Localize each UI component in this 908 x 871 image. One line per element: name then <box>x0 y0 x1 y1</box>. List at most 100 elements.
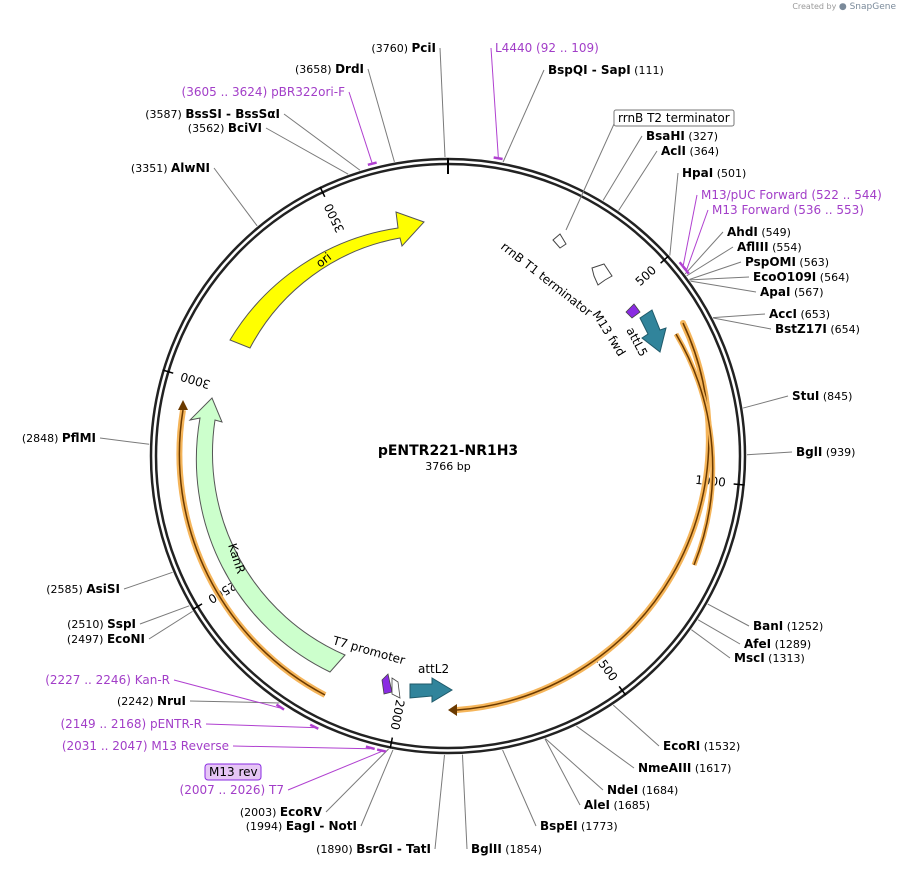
site-position: (2003) <box>240 806 280 819</box>
site-leader <box>99 437 150 445</box>
site-name: BstZ17I <box>775 322 827 336</box>
site-position: (653) <box>797 308 830 321</box>
restriction-site-label[interactable]: (2585) AsiSI <box>46 582 120 596</box>
site-leader <box>148 610 193 640</box>
site-name: AleI <box>584 798 610 812</box>
rrnb-t2-feature[interactable] <box>552 233 567 249</box>
restriction-site-label[interactable]: EcoRI (1532) <box>663 739 740 753</box>
restriction-site-label[interactable]: (2242) NruI <box>117 694 186 708</box>
m13-rev-box[interactable] <box>204 763 262 781</box>
snapgene-credit: Created by ● SnapGene <box>792 2 896 12</box>
restriction-site-label[interactable]: (3562) BciVI <box>188 121 262 135</box>
site-name: NdeI <box>607 783 638 797</box>
site-position: (1685) <box>610 799 650 812</box>
restriction-site-label[interactable]: AclI (364) <box>661 144 719 158</box>
restriction-site-label[interactable]: NdeI (1684) <box>607 783 678 797</box>
ori-feature[interactable] <box>229 211 425 349</box>
restriction-site-label[interactable]: (2497) EcoNI <box>67 632 145 646</box>
site-leader <box>283 113 361 171</box>
site-position: (3351) <box>131 162 171 175</box>
restriction-site-label[interactable]: (2510) SspI <box>67 617 136 631</box>
site-name: ApaI <box>760 285 790 299</box>
site-name: AhdI <box>727 225 758 239</box>
primer-label[interactable]: (3605 .. 3624) pBR322ori-F <box>182 85 346 99</box>
rrnb-t1-feature[interactable] <box>591 263 613 286</box>
site-name: AflIII <box>737 240 769 254</box>
restriction-site-label[interactable]: NmeAIII (1617) <box>638 761 731 775</box>
primer-marks <box>173 47 709 791</box>
site-leader <box>544 738 581 806</box>
site-name: BanI <box>753 619 783 633</box>
primer-label[interactable]: L4440 (92 .. 109) <box>495 41 599 55</box>
primer-name: L4440 <box>495 41 536 55</box>
primer-name: Kan-R <box>135 673 170 687</box>
restriction-site-label[interactable]: ApaI (567) <box>760 285 824 299</box>
restriction-site-label[interactable]: (1890) BsrGI - TatI <box>316 842 431 856</box>
restriction-site-label[interactable]: AleI (1685) <box>584 798 650 812</box>
site-position: (3562) <box>188 122 228 135</box>
site-labels: (3760) PciI (3658) DrdI (3587) BssSI - Bss… <box>22 41 860 856</box>
restriction-site-label[interactable]: BsaHI (327) <box>646 129 718 143</box>
restriction-site-label[interactable]: BspQI - SapI (111) <box>548 63 664 77</box>
primer-leader <box>348 91 373 163</box>
primer-name: M13/pUC Forward <box>701 188 811 202</box>
site-position: (3587) <box>145 108 185 121</box>
primer-label[interactable]: (2007 .. 2026) T7 <box>180 783 284 797</box>
restriction-site-label[interactable]: MscI (1313) <box>734 651 805 665</box>
primer-label[interactable]: (2031 .. 2047) M13 Reverse <box>62 739 229 753</box>
attl2-feature[interactable] <box>409 677 453 703</box>
site-position: (1994) <box>246 820 286 833</box>
restriction-site-label[interactable]: BspEI (1773) <box>540 819 618 833</box>
attl5-feature[interactable] <box>639 309 667 353</box>
site-name: EcoRI <box>663 739 700 753</box>
site-name: BciVI <box>228 121 262 135</box>
restriction-site-label[interactable]: EcoO109I (564) <box>753 270 849 284</box>
restriction-site-label[interactable]: AhdI (549) <box>727 225 791 239</box>
site-name: NruI <box>157 694 186 708</box>
kanr-feature[interactable] <box>188 397 346 673</box>
site-position: (364) <box>686 145 719 158</box>
restriction-site-label[interactable]: AflIII (554) <box>737 240 802 254</box>
orf-left-line <box>178 409 326 696</box>
primer-label[interactable]: (2149 .. 2168) pENTR-R <box>60 717 202 731</box>
primer-leader <box>490 47 499 158</box>
restriction-site-label[interactable]: BanI (1252) <box>753 619 823 633</box>
site-leader <box>712 313 766 319</box>
site-name: EcoRV <box>280 805 323 819</box>
site-position: (1890) <box>316 843 356 856</box>
primer-label[interactable]: M13/pUC Forward (522 .. 544) <box>701 188 882 202</box>
restriction-site-label[interactable]: (1994) EagI - NotI <box>246 819 357 833</box>
site-leader <box>618 150 658 211</box>
t7-promoter-feature[interactable] <box>391 677 401 699</box>
rrnb-t2-box <box>613 109 735 127</box>
primer-range: (522 .. 544) <box>811 188 881 202</box>
site-position: (2510) <box>67 618 107 631</box>
restriction-site-label[interactable]: (2003) EcoRV <box>240 805 323 819</box>
primer-label[interactable]: (2227 .. 2246) Kan-R <box>45 673 170 687</box>
restriction-site-label[interactable]: StuI (845) <box>792 389 852 403</box>
restriction-site-label[interactable]: AccI (653) <box>769 307 830 321</box>
primer-label[interactable]: M13 Forward (536 .. 553) <box>712 203 864 217</box>
scale-tick-label: 500 <box>633 263 659 289</box>
restriction-site-label[interactable]: BglII (1854) <box>471 842 542 856</box>
site-position: (564) <box>816 271 849 284</box>
restriction-site-label[interactable]: (3760) PciI <box>371 41 436 55</box>
site-position: (327) <box>685 130 718 143</box>
restriction-site-label[interactable]: BstZ17I (654) <box>775 322 860 336</box>
restriction-site-label[interactable]: (3587) BssSI - BssSαI <box>145 107 280 121</box>
site-leader <box>502 69 545 163</box>
restriction-site-label[interactable]: AfeI (1289) <box>744 637 811 651</box>
m13fwd-feature[interactable] <box>625 303 641 319</box>
snapgene-logo: ● SnapGene <box>838 2 896 12</box>
site-position: (2848) <box>22 432 62 445</box>
t7-primer-feature[interactable] <box>381 673 393 695</box>
primer-mark <box>309 723 319 730</box>
restriction-site-label[interactable]: (3351) AlwNI <box>131 161 210 175</box>
restriction-site-label[interactable]: BglI (939) <box>796 445 855 459</box>
restriction-site-label[interactable]: HpaI (501) <box>682 166 746 180</box>
site-position: (2242) <box>117 695 157 708</box>
primer-range: (2227 .. 2246) <box>45 673 135 687</box>
restriction-site-label[interactable]: (2848) PflMI <box>22 431 96 445</box>
restriction-site-label[interactable]: (3658) DrdI <box>295 62 364 76</box>
restriction-site-label[interactable]: PspOMI (563) <box>745 255 829 269</box>
